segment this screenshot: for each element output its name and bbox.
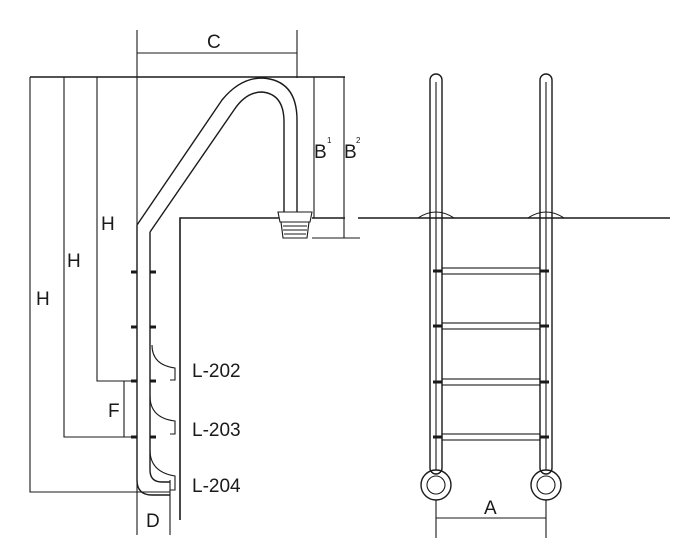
label-h-inner: H: [101, 214, 115, 235]
dimension-d: D: [136, 480, 171, 535]
handrail-inner: [149, 91, 285, 483]
step-ticks: [131, 270, 156, 439]
pool-wall: [179, 217, 279, 520]
step-arcs: [149, 344, 176, 491]
dimension-f: F: [108, 380, 137, 438]
label-l202: L-202: [192, 361, 241, 382]
anchor-base: [277, 211, 313, 239]
dimension-a: A: [435, 498, 547, 538]
label-h-middle: H: [67, 251, 81, 272]
label-c: C: [207, 32, 221, 53]
dimension-c: C: [136, 30, 298, 225]
label-b2-sup: 2: [356, 136, 361, 145]
front-view: A: [358, 73, 670, 538]
dimension-b: B 1 B 2: [313, 77, 361, 238]
label-b1: B: [314, 142, 327, 163]
side-view: C B 1 B 2 H H H F: [29, 30, 361, 535]
label-b1-sup: 1: [327, 136, 332, 145]
dimension-h: H H H: [29, 77, 170, 493]
label-d: D: [146, 511, 160, 532]
label-a: A: [484, 498, 497, 519]
label-h-outer: H: [36, 289, 50, 310]
front-treads: [433, 267, 549, 441]
label-l204: L-204: [192, 476, 241, 497]
label-b2: B: [344, 142, 357, 163]
label-f: F: [108, 401, 120, 422]
label-l203: L-203: [192, 420, 241, 441]
